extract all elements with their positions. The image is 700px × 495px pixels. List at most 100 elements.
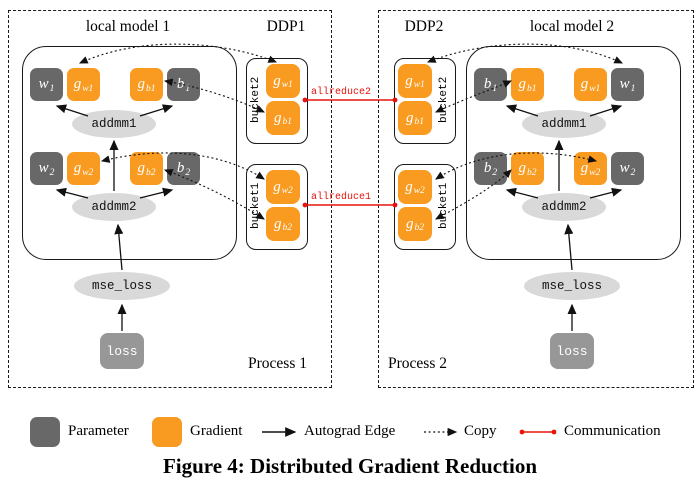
symbol: g [273,72,281,89]
subscript: b2 [282,223,293,233]
p1-loss-box: loss [100,333,144,369]
p2-op-addmm1: addmm1 [522,110,606,138]
symbol: b [176,160,185,176]
subscript: w2 [82,167,94,178]
legend-parameter-swatch [30,417,60,447]
p1-bucket1-label: bucket1 [250,182,262,230]
symbol: g [273,178,281,195]
symbol: g [406,109,414,126]
subscript: 1 [630,83,636,94]
symbol: g [274,215,282,232]
subscript: w1 [281,80,293,90]
symbol: w [38,76,49,92]
symbol: w [38,160,49,176]
allreduce2-label: allreduce2 [311,87,372,98]
legend-parameter-label: Parameter [68,423,129,439]
p1-bucket2-label: bucket2 [250,76,262,124]
symbol: w [619,160,630,176]
symbol: g [405,72,413,89]
subscript: b1 [414,117,425,127]
p2-loss-box: loss [550,333,594,369]
subscript: b1 [282,117,293,127]
symbol: b [483,160,492,176]
subscript: w2 [589,167,601,178]
process1-label: Process 1 [248,355,307,372]
symbol: g [406,215,414,232]
p2-bucket2-label: bucket2 [438,76,450,124]
subscript: 1 [185,83,191,94]
ddp2-label: DDP2 [404,18,444,35]
subscript: b1 [146,83,156,94]
p1-op-addmm2: addmm2 [72,193,156,221]
figure-caption: Figure 4: Distributed Gradient Reduction [162,454,538,478]
process2-label: Process 2 [388,355,447,372]
subscript: 1 [492,83,498,94]
symbol: g [137,76,146,92]
symbol: g [518,160,527,176]
symbol: g [580,76,589,92]
allreduce1-label: allreduce1 [311,192,372,203]
symbol: g [580,160,589,176]
symbol: g [137,160,146,176]
p1-op-addmm1: addmm1 [72,110,156,138]
symbol: g [73,76,82,92]
legend-copy-label: Copy [464,423,497,439]
p2-op-addmm2: addmm2 [522,193,606,221]
legend-gradient-swatch [152,417,182,447]
subscript: w2 [281,186,293,196]
local-model-2-label: local model 2 [529,18,615,35]
symbol: g [518,76,527,92]
subscript: b2 [414,223,425,233]
process1-box [8,10,332,388]
subscript: b2 [527,167,537,178]
legend-communication-endpoint [519,429,525,435]
subscript: b1 [527,83,537,94]
subscript: b2 [146,167,156,178]
subscript: 2 [630,167,636,178]
symbol: g [73,160,82,176]
subscript: 1 [49,83,55,94]
symbol: w [619,76,630,92]
subscript: 2 [185,167,191,178]
subscript: 2 [492,167,498,178]
legend-communication-endpoint [551,429,557,435]
p2-op-mse-loss: mse_loss [524,272,620,300]
subscript: w1 [413,80,425,90]
local-model-1-label: local model 1 [85,18,171,35]
p1-op-mse-loss: mse_loss [74,272,170,300]
subscript: w1 [82,83,94,94]
process2-box [378,10,694,388]
symbol: b [176,76,185,92]
ddp1-label: DDP1 [266,18,306,35]
subscript: w2 [413,186,425,196]
legend-autograd-edge-label: Autograd Edge [304,423,396,439]
legend-communication-label: Communication [564,423,661,439]
p2-bucket1-label: bucket1 [438,182,450,230]
subscript: 2 [49,167,55,178]
